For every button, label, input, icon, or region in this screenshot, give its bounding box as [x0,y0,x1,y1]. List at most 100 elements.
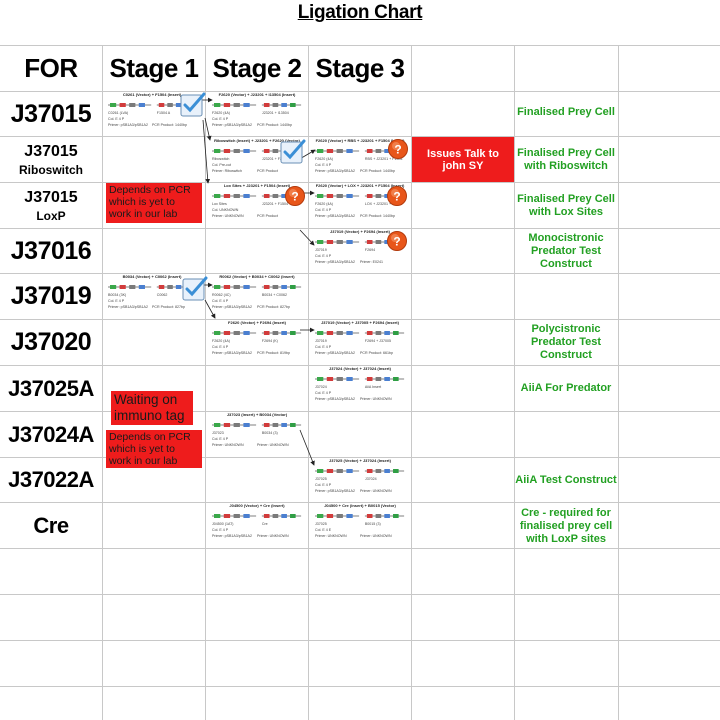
plasmid-detail: Primer: UNKNOWN [360,397,392,401]
plasmid-detail: RBS + J23201 + F1504 [364,157,403,161]
construct-drawing [212,423,302,427]
plasmid-diagram-j37025_s3: J37024 (Vector) + J37024 (Insert) J37024 A… [311,366,409,410]
plasmid-detail: B0034 + C0062 [261,293,287,297]
plasmid-detail: J37019 [315,248,327,252]
plasmid-detail: Primer: UNKNOWN [360,489,392,493]
plasmid-detail: Primer: pSB1A3/pSB1A2 [315,489,355,493]
plasmid-detail: PCR Product: 1440bp [257,123,292,127]
plasmid-title: F2620 (Vector) + LOX + J23201 + F1504 (I… [315,183,405,188]
plasmid-title: F2620 (Vector) + RBS + J23201 + F1504 (I… [315,138,405,143]
plasmid-diagram-j37019_s1: B0034 (Vector) + C0062 (Insert)B0034 (3K… [104,274,200,318]
plasmid-detail: J23201 + I13504 [261,111,289,115]
plasmid-detail: J37025 [315,522,327,526]
row-name: J37025A [8,375,94,401]
plasmid-title: J37024 (Vector) + J37024 (Insert) [329,366,391,371]
question-icon: ? [388,139,408,159]
construct-drawing [315,514,405,518]
plasmid-detail: F1504 A [156,111,171,115]
row-name: Cre [33,512,69,538]
question-icon: ? [387,231,407,251]
row-name: J37020 [10,328,92,356]
construct-drawing [212,331,302,335]
plasmid-detail: F2620 (4A) [212,339,230,343]
plasmid-title: Lox Sites + J23201 + F1504 (Insert) [223,183,291,188]
plasmid-detail: J23201 + F2620 [261,157,288,161]
page-title: Ligation Chart [297,2,423,23]
checkmark-icon [180,92,206,117]
plasmid-detail: PCR Product: 827bp [257,305,290,309]
plasmid-detail: Col. E 4 P [315,208,332,212]
plasmid-detail: Primer: pSB1A3/pSB1A2 [212,305,252,309]
plasmid-detail: F2694 (K) [261,339,278,343]
plasmid-detail: LOX + J23201 + F1504 [364,202,403,206]
plasmid-detail: F2694 [364,248,376,252]
plasmid-diagram-cre_s3: J04500 + Cre (Insert) + B0015 (Vector) J3… [311,503,409,547]
plasmid-detail: F2620 (4A) [315,157,333,161]
plasmid-detail: F2620 (4A) [212,111,230,115]
plasmid-detail: PCR Product [257,214,278,218]
header-stage-1: Stage 1 [109,52,200,83]
plasmid-detail: Col. E 4 E [315,528,332,532]
plasmid-detail: Col. E 4 P [108,299,125,303]
row-label-j37024a: J37024A [0,412,102,457]
plasmid-detail: Col. Pre-cut [212,163,231,167]
plasmid-detail: B0034 (3K) [108,293,127,297]
row-label-j37020: J37020 [0,320,102,365]
row-description: Cre - required for finalised prey cell w… [519,506,613,545]
plasmid-detail: PCR Product [257,169,278,173]
plasmid-detail: PCR Product: 819bp [257,351,290,355]
plasmid-detail: AiiA Insert [364,385,382,389]
plasmid-detail: Primer: UNKNOWN [212,214,244,218]
waiting-note: Waiting on immuno tag [111,391,193,425]
plasmid-detail: B0034 (3) [261,431,278,435]
row-label-j37015-riboswitch: J37015 Riboswitch [0,137,102,182]
svg-text:?: ? [393,235,400,249]
plasmid-detail: Primer: pSB1A3/pSB1A2 [212,123,252,127]
plasmid-detail: PCR Product: 827bp [152,305,185,309]
plasmid-detail: Primer: pSB1A3/pSB1A2 [108,123,148,127]
plasmid-detail: Riboswitch [212,157,230,161]
plasmid-detail: Primer: UNKNOWN [315,534,347,538]
plasmid-detail: J23201 + F1504 [261,202,288,206]
plasmid-detail: Col. E 4 P [315,345,332,349]
plasmid-detail: PCR Product: 1440bp [152,123,187,127]
plasmid-detail: J37024 [315,385,327,389]
row-name: J37015 [24,188,78,206]
header-for: FOR [24,52,78,83]
row-label-j37015-loxp: J37015 LoxP [0,183,102,228]
plasmid-detail: J37019 [315,339,327,343]
plasmid-detail: Col. E 4 P [108,117,125,121]
row-label-j37016: J37016 [0,229,102,273]
svg-text:?: ? [394,143,401,157]
row-name: J37019 [10,282,92,310]
plasmid-detail: Col. E 4 P [315,391,332,395]
row-name: J37022A [8,467,94,492]
plasmid-detail: F2694 + J37005 [364,339,391,343]
plasmid-detail: Col. UNKNOWN [212,208,239,212]
row-label-j37019: J37019 [0,274,102,319]
row-label-j37015: J37015 [0,92,102,136]
plasmid-title: J04500 + Cre (Insert) + B0015 (Vector) [324,503,396,508]
plasmid-detail: Primer: UNKNOWN [257,443,289,447]
row-description: Finalised Prey Cell with Riboswitch [517,147,615,172]
plasmid-title: C0261 (Vector) + F1504 (Insert) [122,92,182,97]
plasmid-detail: B0015 (3) [364,522,381,526]
plasmid-detail: Primer: pSB1A3/pSB1A2 [212,351,252,355]
plasmid-detail: Col. E 4 P [315,254,332,258]
plasmid-title: J37025 (Vector) + J37024 (Insert) [329,458,391,463]
row-subname: LoxP [36,208,66,223]
plasmid-diagram-cre_s2: J04500 (Vector) + Cre (Insert)J04500 (1A… [208,503,306,547]
plasmid-detail: PCR Product: 1440bp [360,169,395,173]
plasmid-detail: C0062 [156,293,168,297]
construct-drawing [315,377,405,381]
plasmid-title: Riboswitch (Insert) + J23201 + F2620 (Ve… [214,138,300,143]
construct-drawing [212,103,302,107]
plasmid-detail: Primer: pSB1A3/pSB1A2 [315,260,355,264]
row-name: J37015 [10,99,92,128]
row-description: AiiA Test Construct [515,473,617,486]
plasmid-detail: Col. E 4 P [212,345,229,349]
plasmid-title: J37019 (Vector) + J37005 + F2694 (Insert… [321,320,399,325]
row-description: Finalised Prey Cell [517,105,615,118]
